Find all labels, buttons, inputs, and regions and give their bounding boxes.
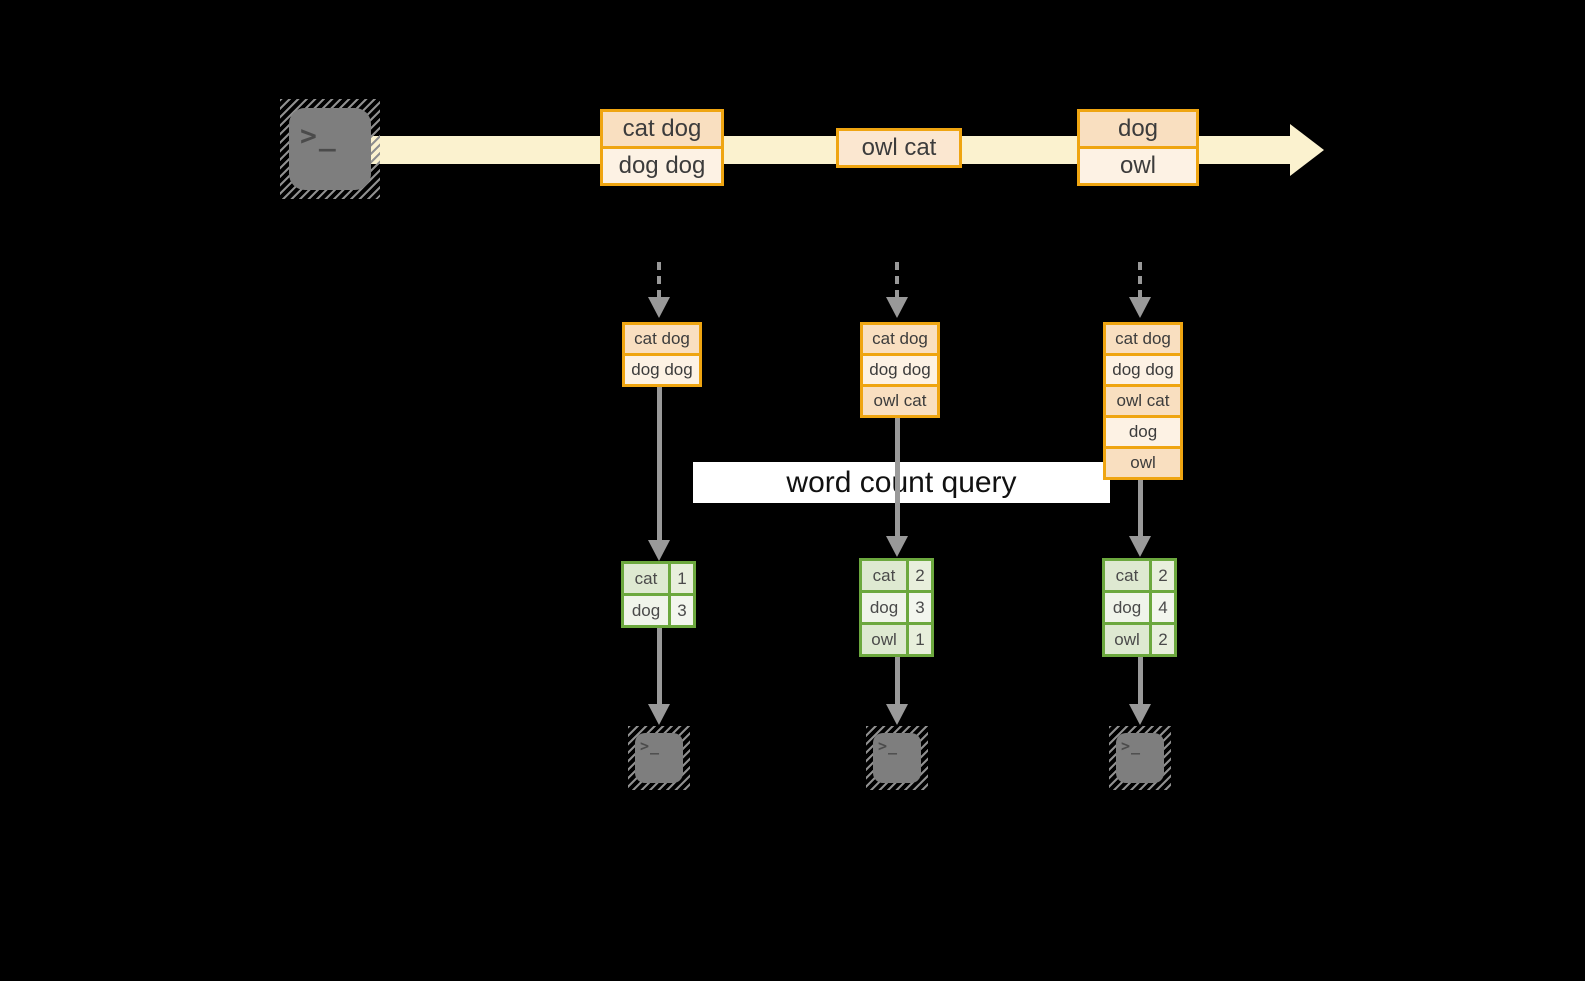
count-cell: 1	[909, 625, 931, 654]
buffer-record-row: cat dog	[625, 325, 699, 353]
terminal-prompt-icon: >_	[878, 737, 899, 755]
word-cell: owl	[862, 625, 906, 654]
stream-record-row: dog dog	[603, 149, 721, 183]
word-cell: cat	[1105, 561, 1149, 590]
flow-arrow-line	[1138, 480, 1143, 536]
buffer-record-row: owl	[1106, 449, 1180, 477]
buffer-record-row: dog dog	[625, 356, 699, 384]
stream-message-box-1: cat dog dog dog	[600, 109, 724, 186]
stream-record-row: cat dog	[603, 112, 721, 146]
buffer-record-row: owl cat	[863, 387, 937, 415]
count-cell: 2	[909, 561, 931, 590]
buffer-stack-1: cat dog dog dog	[622, 322, 702, 387]
word-cell: cat	[624, 564, 668, 593]
terminal-screen	[289, 108, 371, 190]
word-cell: owl	[1105, 625, 1149, 654]
count-cell: 4	[1152, 593, 1174, 622]
word-cell: dog	[862, 593, 906, 622]
buffer-stack-3: cat dog dog dog owl cat dog owl	[1103, 322, 1183, 480]
terminal-screen	[635, 733, 683, 783]
sink-terminal-icon: >_	[1109, 726, 1171, 790]
buffer-record-row: owl cat	[1106, 387, 1180, 415]
flow-arrow-head-icon	[1129, 704, 1151, 725]
word-cell: dog	[1105, 593, 1149, 622]
sink-terminal-icon: >_	[628, 726, 690, 790]
stream-record-row: owl cat	[839, 131, 959, 165]
stream-message-box-3: dog owl	[1077, 109, 1199, 186]
buffer-record-row: cat dog	[1106, 325, 1180, 353]
flow-arrow-head-icon	[1129, 536, 1151, 557]
buffer-record-row: dog	[1106, 418, 1180, 446]
terminal-screen	[1116, 733, 1164, 783]
terminal-prompt-icon: >_	[300, 119, 338, 152]
terminal-screen	[873, 733, 921, 783]
word-cell: dog	[624, 596, 668, 625]
stream-record-row: owl	[1080, 149, 1196, 183]
dashed-arrow	[1138, 262, 1142, 298]
word-count-table-3: cat 2 dog 4 owl 2	[1102, 558, 1177, 657]
flow-arrow-head-icon	[648, 704, 670, 725]
flow-arrow-line	[657, 628, 662, 706]
buffer-record-row: cat dog	[863, 325, 937, 353]
word-count-table-1: cat 1 dog 3	[621, 561, 696, 628]
sink-terminal-icon: >_	[866, 726, 928, 790]
buffer-record-row: dog dog	[1106, 356, 1180, 384]
flow-arrow-line	[895, 418, 900, 536]
buffer-record-row: dog dog	[863, 356, 937, 384]
flow-arrow-head-icon	[648, 540, 670, 561]
word-count-table-2: cat 2 dog 3 owl 1	[859, 558, 934, 657]
count-cell: 1	[671, 564, 693, 593]
count-cell: 2	[1152, 561, 1174, 590]
stream-record-row: dog	[1080, 112, 1196, 146]
flow-arrow-line	[895, 657, 900, 706]
count-cell: 2	[1152, 625, 1174, 654]
dashed-arrow-head-icon	[1129, 297, 1151, 318]
stream-message-box-2: owl cat	[836, 128, 962, 168]
flow-arrow-line	[1138, 657, 1143, 706]
buffer-stack-2: cat dog dog dog owl cat	[860, 322, 940, 418]
source-terminal-icon: >_	[280, 99, 380, 199]
terminal-prompt-icon: >_	[1121, 737, 1142, 755]
dashed-arrow-head-icon	[648, 297, 670, 318]
dashed-arrow-head-icon	[886, 297, 908, 318]
query-banner-label: word count query	[786, 465, 1017, 499]
terminal-prompt-icon: >_	[640, 737, 661, 755]
dashed-arrow	[657, 262, 661, 298]
count-cell: 3	[909, 593, 931, 622]
event-stream-arrowhead-icon	[1290, 124, 1324, 176]
flow-arrow-head-icon	[886, 704, 908, 725]
flow-arrow-head-icon	[886, 536, 908, 557]
dashed-arrow	[895, 262, 899, 298]
query-banner: word count query	[693, 462, 1110, 503]
flow-arrow-line	[657, 387, 662, 540]
count-cell: 3	[671, 596, 693, 625]
word-cell: cat	[862, 561, 906, 590]
